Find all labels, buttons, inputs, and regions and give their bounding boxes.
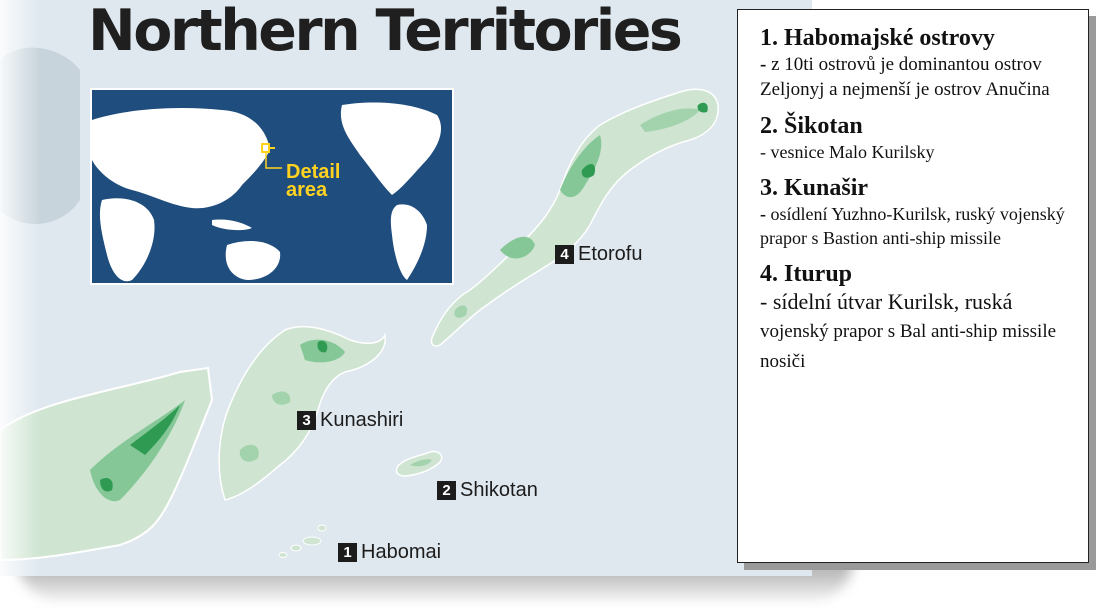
hokkaido-relief-dark-2 [100,478,113,492]
island-name: Habomai [361,541,442,563]
etorofu-relief-2 [500,236,535,259]
habomai-islet [302,536,322,546]
info-section-iturup: 4. Iturup - sídelní útvar Kurilsk, ruská… [760,260,1080,376]
island-name: Shikotan [460,479,538,501]
section-lead: - [760,54,772,75]
inset-north-america [340,102,442,195]
kunashiri-relief-3 [272,391,291,405]
section-heading: 1. Habomajské ostrovy [760,25,995,51]
kunashiri-relief-2 [239,444,259,462]
section-heading: 4. Iturup [760,261,853,287]
section-text: - osídlení Yuzhno-Kurilsk, ruský vojensk… [760,202,1080,250]
etorofu-relief [560,135,602,198]
kunashiri-relief-dark [317,340,328,353]
island-number: 3 [297,411,316,430]
etorofu-relief-3 [640,108,700,132]
map: Northern Territories Detail area 4 Etoro… [0,0,812,576]
island-name: Etorofu [578,243,643,265]
inset-callout-line [265,152,282,169]
hokkaido-relief-dark [130,405,180,455]
island-label-etorofu: 4 Etorofu [555,243,642,266]
island-label-shikotan: 2 Shikotan [437,479,538,502]
section-heading: 3. Kunašir [760,175,869,201]
etorofu-relief-dark [581,163,596,178]
detail-area-label: Detail area [286,161,341,201]
world-map-graphic [92,102,442,282]
island-number: 4 [555,245,574,264]
info-section-habomai: 1. Habomajské ostrovy - z 10ti ostrovů j… [760,24,1080,102]
info-section-kunashir: 3. Kunašir - osídlení Yuzhno-Kurilsk, ru… [760,174,1080,250]
habomai-islet [278,552,288,558]
section-text: - z 10ti ostrovů je dominantou ostrov Ze… [760,52,1080,102]
section-body: osídlení Yuzhno-Kurilsk, ruský vojenský … [760,204,1065,248]
island-label-habomai: 1 Habomai [338,541,441,564]
section-body-small: vojenský prapor s Bal anti-ship missile … [760,321,1057,372]
inset-eurasia [92,108,270,209]
section-body: - sídelní útvar Kurilsk, ruská [760,289,1013,314]
section-body: z 10ti ostrovů je dominantou ostrov Zelj… [760,54,1050,100]
island-name: Kunashiri [320,409,404,431]
island-number: 2 [437,481,456,500]
info-panel: 1. Habomajské ostrovy - z 10ti ostrovů j… [737,9,1089,563]
info-section-shikotan: 2. Šikotan - vesnice Malo Kurilsky [760,112,1080,164]
map-title: Northern Territories [88,0,683,64]
world-inset-map: Detail area [90,88,454,285]
etorofu-relief-4 [454,305,468,318]
shikotan-relief [410,459,432,467]
habomai-islet [317,524,327,532]
inset-australia [225,240,281,280]
etorofu-relief-dark-2 [697,102,708,113]
section-text: - vesnice Malo Kurilsky [760,142,935,162]
map-graphic [0,0,719,576]
edge-fade [0,0,40,576]
island-number: 1 [338,543,357,562]
habomai-islet [290,544,302,552]
inset-africa [99,198,155,282]
section-text: - sídelní útvar Kurilsk, ruská vojenský … [760,288,1080,376]
etorofu-land [430,88,719,347]
inset-indonesia [212,219,252,231]
island-label-kunashiri: 3 Kunashiri [297,409,403,432]
section-lead: - [760,204,771,224]
inset-south-america [390,204,427,280]
section-heading: 2. Šikotan [760,113,863,139]
